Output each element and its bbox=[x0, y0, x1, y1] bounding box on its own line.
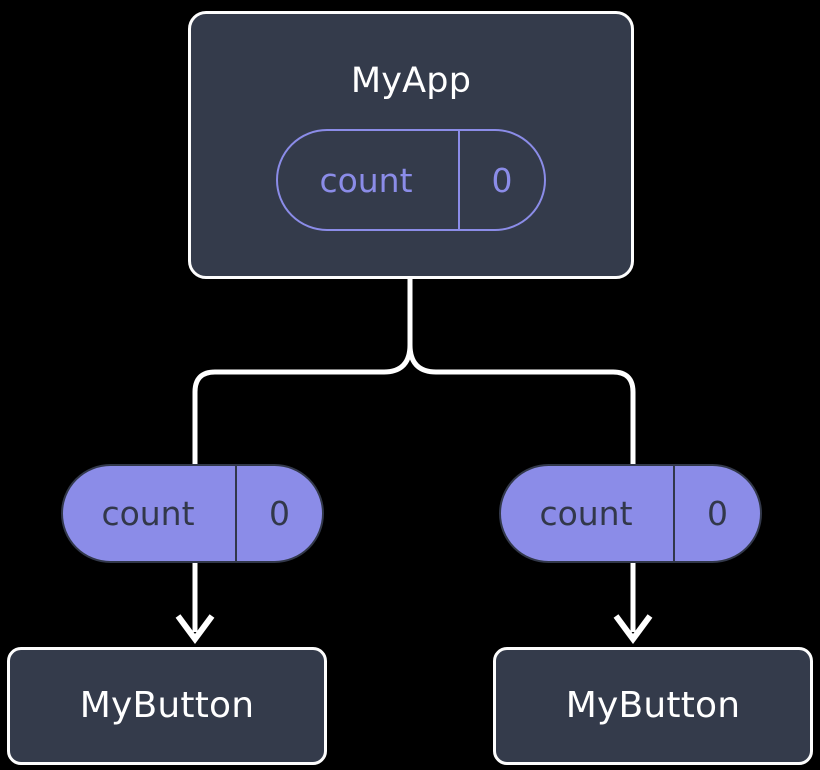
component-title-mybutton-1: MyButton bbox=[79, 685, 255, 726]
component-title-myapp: MyApp bbox=[350, 61, 472, 101]
edge-split-right bbox=[407, 342, 636, 468]
state-pill-child-2-key: count bbox=[539, 494, 633, 533]
state-pill-child-1-value: 0 bbox=[235, 466, 322, 561]
state-pill-child-2[interactable]: count 0 bbox=[499, 464, 762, 563]
component-node-mybutton-1[interactable]: MyButton bbox=[7, 647, 327, 765]
component-title-mybutton-2: MyButton bbox=[565, 685, 741, 726]
state-pill-child-2-value: 0 bbox=[673, 466, 760, 561]
state-pill-root[interactable]: count 0 bbox=[276, 129, 546, 231]
state-pill-child-1[interactable]: count 0 bbox=[61, 464, 324, 563]
state-pill-child-1-key: count bbox=[101, 494, 195, 533]
arrow-head-left-icon bbox=[175, 614, 215, 645]
edge-split-left bbox=[192, 342, 413, 468]
state-pill-root-key: count bbox=[319, 160, 413, 200]
state-pill-root-value: 0 bbox=[458, 131, 544, 229]
component-node-mybutton-2[interactable]: MyButton bbox=[493, 647, 813, 765]
arrow-head-right-icon bbox=[613, 614, 653, 645]
